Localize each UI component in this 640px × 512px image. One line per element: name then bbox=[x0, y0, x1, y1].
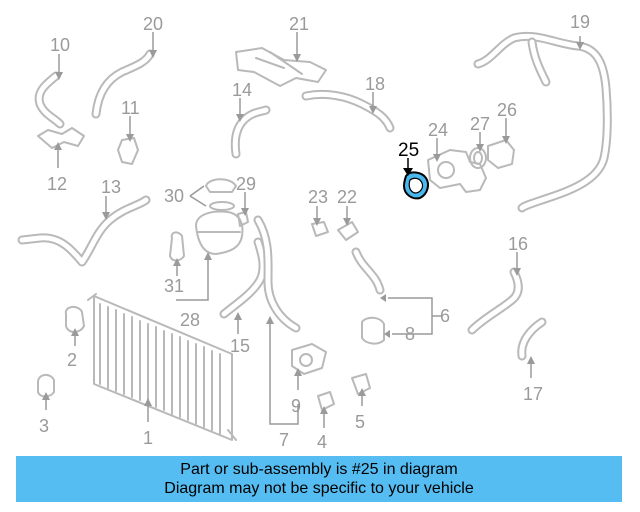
callout-12: 12 bbox=[47, 174, 67, 194]
part-15-hose: 15 bbox=[219, 237, 268, 356]
part-4-sensor: 4 bbox=[317, 391, 335, 452]
part-30-cap: 30 bbox=[164, 178, 237, 211]
part-7-pipe: 7 bbox=[253, 215, 301, 450]
part-17-hose: 17 bbox=[517, 317, 547, 404]
banner-line-2: Diagram may not be specific to your vehi… bbox=[164, 480, 474, 497]
callout-26: 26 bbox=[497, 100, 517, 120]
callout-8: 8 bbox=[405, 324, 415, 344]
callout-18: 18 bbox=[365, 74, 385, 94]
callout-21: 21 bbox=[289, 14, 309, 34]
callout-10: 10 bbox=[50, 35, 70, 55]
callout-30: 30 bbox=[164, 186, 184, 206]
part-22-fitting: 22 bbox=[337, 187, 359, 241]
callout-5: 5 bbox=[355, 412, 365, 432]
info-banner: Part or sub-assembly is #25 in diagram D… bbox=[16, 456, 622, 502]
callout-24: 24 bbox=[428, 120, 448, 140]
part-21-flange: 21 bbox=[235, 14, 327, 87]
callout-20: 20 bbox=[143, 14, 163, 34]
callout-15: 15 bbox=[230, 336, 250, 356]
callout-7: 7 bbox=[279, 430, 289, 450]
callout-17: 17 bbox=[523, 384, 543, 404]
part-19-hose: 19 bbox=[473, 12, 612, 213]
part-27-o-ring: 27 bbox=[469, 114, 490, 169]
callout-13: 13 bbox=[101, 177, 121, 197]
callout-25: 25 bbox=[398, 140, 419, 161]
part-26-connector: 26 bbox=[487, 100, 517, 169]
callout-29: 29 bbox=[236, 174, 256, 194]
part-14-hose: 14 bbox=[230, 80, 271, 159]
callout-16: 16 bbox=[508, 234, 528, 254]
part-20-hose: 20 bbox=[91, 14, 163, 119]
part-6-hose: 6 bbox=[351, 247, 450, 335]
part-28-expansion-tank: 28 bbox=[176, 210, 244, 330]
callout-11: 11 bbox=[121, 98, 140, 118]
callout-28: 28 bbox=[180, 310, 200, 330]
part-18-hose: 18 bbox=[301, 74, 395, 133]
part-5-sensor: 5 bbox=[351, 373, 371, 432]
banner-line-1: Part or sub-assembly is #25 in diagram bbox=[180, 461, 458, 478]
part-25-gasket[interactable]: 25 bbox=[398, 140, 429, 200]
part-8-fitting: 8 bbox=[361, 316, 415, 345]
callout-19: 19 bbox=[570, 12, 590, 32]
part-24-thermostat-housing: 24 bbox=[427, 120, 487, 193]
callout-4: 4 bbox=[317, 432, 327, 452]
part-2-mount: 2 bbox=[64, 306, 85, 370]
callout-9: 9 bbox=[291, 396, 301, 416]
callout-14: 14 bbox=[232, 80, 252, 100]
callout-31: 31 bbox=[164, 276, 184, 296]
callout-1: 1 bbox=[143, 428, 153, 448]
leader-arrowheads bbox=[42, 42, 584, 414]
part-3-mount: 3 bbox=[37, 374, 55, 436]
part-13-pipe: 13 bbox=[17, 177, 151, 267]
part-23-plug: 23 bbox=[308, 187, 329, 237]
callout-23: 23 bbox=[308, 187, 328, 207]
part-9-connector: 9 bbox=[291, 343, 327, 416]
part-16-hose: 16 bbox=[467, 234, 528, 335]
callout-27: 27 bbox=[470, 114, 490, 134]
callout-2: 2 bbox=[67, 350, 77, 370]
callout-3: 3 bbox=[39, 416, 49, 436]
part-29-sensor: 29 bbox=[236, 174, 256, 227]
part-11-sensor: 11 bbox=[117, 98, 140, 165]
part-10-hose: 10 bbox=[34, 35, 70, 129]
callout-6: 6 bbox=[440, 306, 450, 326]
callout-22: 22 bbox=[337, 187, 357, 207]
part-12-bracket: 12 bbox=[37, 127, 85, 194]
part-1-radiator: 1 bbox=[87, 293, 237, 448]
